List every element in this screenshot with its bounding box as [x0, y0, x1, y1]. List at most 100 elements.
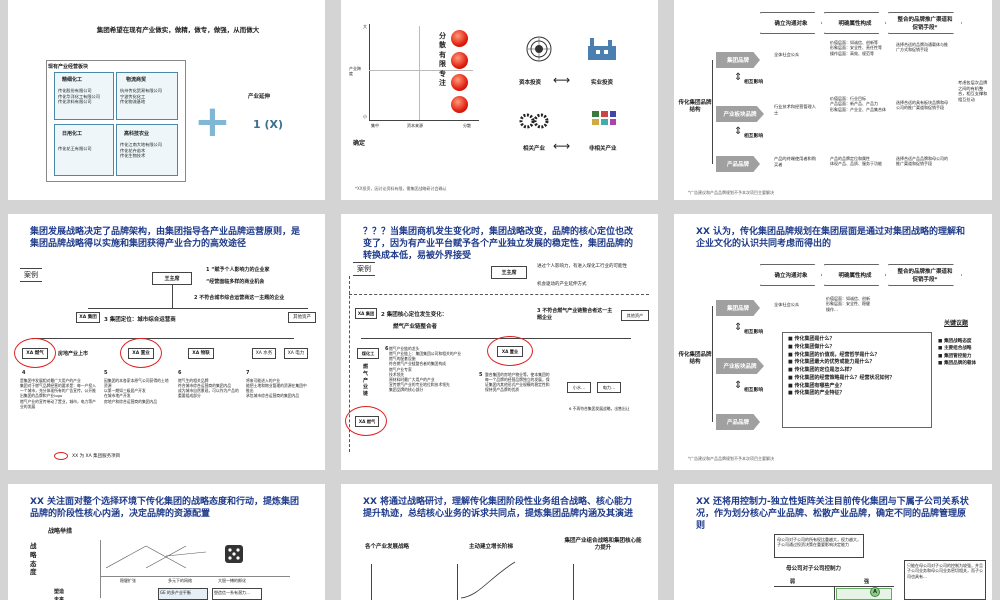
other-assets-box: 其他资产	[288, 312, 316, 323]
panel-label: 现有产业经营板块	[48, 64, 89, 70]
confirm-label: 确定	[353, 140, 366, 147]
highlight-ring	[14, 338, 56, 368]
axis-label: 母公司对子公司控制力	[786, 566, 842, 572]
slide-5-repositioning[interactable]: ？？？当集团商机发生变化时，集团战略改变，品牌的核心定位也改变了，因为有产业平台…	[341, 214, 658, 470]
rel-label: 相互影响	[744, 330, 764, 335]
chevron-step: 确立沟通对象	[760, 12, 822, 34]
chairman-box: 王主席	[491, 266, 527, 279]
step-3: 3 集团定位：城市综合运营商	[104, 317, 176, 323]
note-1: 进过个人影响力，有进入煤化工行业的可能性	[537, 264, 627, 269]
growth-curve	[460, 561, 516, 599]
ext-label: 产业延伸	[248, 94, 271, 100]
step-num: 6	[178, 370, 182, 376]
x-high: 分散	[463, 123, 471, 128]
row-industry-brand: 产业板块品牌	[716, 106, 764, 122]
double-arrow-icon: ⟷	[553, 73, 571, 87]
y-low: 小	[363, 114, 367, 119]
slide-8-evolution[interactable]: XX 将通过战略研讨，理解传化集团阶段性业务组合战略、核心能力提升轨迹，总结核心…	[341, 484, 658, 600]
list-1: 燃气产业链的龙头燃气产业链上：集团集团公司和相关的产业燃气的配套设施符合燃气产业…	[389, 346, 462, 392]
gears-icon	[519, 113, 549, 129]
row-group-brand: 集团品牌	[716, 52, 760, 68]
chevron-step: 整合的品牌推广渠道和促销手段*	[888, 264, 962, 286]
bracket	[712, 306, 713, 422]
slide-6-key-issues[interactable]: XX 认为，传化集团品牌规划在集团层面是通过对集团战略的理解和企业文化的认识共同…	[674, 214, 992, 470]
right-note-box: 只能在母公司对子公司的控制为较强，并且子公司业务和母公司业务密切相关，而子公司也…	[904, 560, 986, 600]
slide-1-title: 集团希望在现有产业做实，做精，做专，做强，从而做大	[96, 26, 260, 34]
piece-name: 日用化工	[62, 131, 83, 137]
piece-lines: 杭州传化贸易有限公司宁波传化化工传化物流基地	[120, 88, 162, 105]
top-note-box: 母公司对子公司的所有权比重越大，权力越大，子公司通过投资决策在重要影响决定能力	[774, 534, 864, 558]
slide-7-title: XX 关注面对整个选择环境下传化集团的战略态度和行动，提炼集团品牌的阶段性核心内…	[30, 497, 300, 520]
note-2: “经营面临多样的商业机会	[206, 279, 265, 285]
row-product-brand: 产品品牌	[716, 414, 760, 430]
matrix-lines	[106, 545, 207, 569]
chevron-step: 确立沟通对象	[760, 264, 822, 286]
matrix-cell: 塑造信一系有潜力…	[212, 588, 262, 600]
step-num: 4	[22, 370, 26, 376]
matrix-title: 战略举措	[48, 528, 73, 535]
rel-label: 相互影响	[744, 134, 764, 139]
dash-v	[349, 276, 350, 452]
red-ball	[451, 96, 468, 113]
power-box: 电力…	[597, 382, 621, 393]
slide-4-title: 集团发展战略决定了品牌架构，由集团指导各产业品牌运营原则，是集团品牌战略得以实施…	[30, 227, 301, 250]
col-head: 集团产业组合战略和集团核心能力提升	[564, 538, 642, 552]
sub-xa-water: XA 水务	[252, 348, 276, 359]
y-high: 大	[363, 24, 367, 29]
x-axis	[369, 120, 479, 121]
up-down-arrow-icon: ⇕	[734, 72, 743, 83]
slide-7-strategy-matrix[interactable]: XX 关注面对整个选择环境下传化集团的战略态度和行动，提炼集团品牌的阶段性核心内…	[8, 484, 325, 600]
red-ball	[451, 52, 468, 69]
slide-3-brand-structure[interactable]: 确立沟通对象 明确属性构成 整合的品牌推广渠道和促销手段* 传化集团品牌结构 集…	[674, 0, 992, 200]
piece-name: 精细化工	[62, 77, 83, 83]
col-note: 燃气生的相关品牌 符合城市综合运营商的集团内品 成为城市自然景观，可以作为产品的…	[178, 378, 239, 399]
row-group-brand: 集团品牌	[716, 300, 760, 316]
c3-cell: 选择合适的品牌沟通载体与推广方式和促销手段	[896, 42, 948, 53]
c3-cell: 选择合适产品品牌和母公司的推广渠道和促销手段	[896, 156, 948, 167]
xa-group-box: XA 集团	[76, 312, 100, 323]
matrix-cell: GE 的多产业平衡	[158, 588, 208, 600]
footnote: *广告建议和产品品牌规划不予本次项目主要解决	[688, 190, 774, 195]
c3-cell: 选择合适的具有板块品牌和母公司的推广渠道和促销手段	[896, 100, 948, 111]
matrix-x	[100, 576, 290, 577]
c4-cell: 考虑各层次品牌之间的有机整合，相互支撑和相互拉动	[958, 80, 988, 103]
rel-label: 相互影响	[744, 388, 764, 393]
left-label: 传化集团品牌结构	[678, 100, 712, 114]
step-2: 2 集团核心定位发生变化：	[381, 312, 448, 318]
x-low: 集中	[371, 123, 379, 128]
slide-8-title: XX 将通过战略研讨，理解传化集团阶段性业务组合战略、核心能力提升轨迹，总结核心…	[363, 497, 634, 520]
c1-cell: 全体社会公众	[774, 302, 800, 307]
c1-cell: 行业技术和经营管理人士	[774, 104, 816, 115]
chevron-step: 整合的品牌推广渠道和促销手段*	[888, 12, 962, 34]
slide-4-xa-group[interactable]: 集团发展战略决定了品牌架构，由集团指导各产业品牌运营原则，是集团品牌战略得以实施…	[8, 214, 325, 470]
chairman-box: 王主席	[152, 272, 192, 285]
chain-label: 燃气产业链	[363, 364, 369, 397]
matrix-mid	[834, 586, 835, 600]
step-2: 2 不符合城市综合运营商这一主题的企业	[194, 295, 285, 301]
slide-2-investment[interactable]: 大 小 产业跨度 集中 资本来源 分散 分散有限专注 确定 资本投资 ⟷ 实业投…	[341, 0, 658, 200]
slide-9-control-matrix[interactable]: XX 还将用控制力-独立性矩阵关注目前传化集团与下属子公司关系状况，作为划分核心…	[674, 484, 992, 600]
legend-ring	[54, 452, 68, 460]
col-note: 因集团的本各家本原气公司获得的土地资源 以第一期如三级居产开发 在城市地产开发 …	[104, 378, 169, 404]
piece-lines: 传化江南大地有限公司传化花卉苗木传化生物技术	[120, 142, 162, 159]
vertical-text: 分散有限专注	[439, 32, 446, 88]
piece-lines: 传化花王有限公司	[58, 146, 92, 151]
strong-label: 强	[864, 579, 870, 585]
unrelated-label: 非相关产业	[589, 146, 617, 152]
col-head: 主动建立增长阶梯	[469, 544, 514, 550]
slide-1-portfolio[interactable]: 集团希望在现有产业做实，做精，做专，做强，从而做大 现有产业经营板块 精细化工 …	[8, 0, 325, 200]
row-product-brand: 产品品牌	[716, 156, 760, 172]
weak-label: 弱	[790, 579, 796, 585]
red-ball	[451, 74, 468, 91]
c2-cell: 产品的品牌定位和属性 体现产品、品质、服务于功能	[830, 156, 882, 167]
sub-hline	[32, 338, 294, 339]
y-label: 产业跨度	[349, 66, 361, 77]
up-down-arrow-icon: ⇕	[734, 126, 743, 137]
piece-name: 物流商贸	[126, 77, 147, 83]
c2-cell: 价值层面：如诚信、创新 形象层面：安全性、稳健 操作…	[826, 296, 870, 312]
list-2: 整合集团的房地产物业等，使本集团的每一个品牌的经营品牌独立的发展，保证集团内其他…	[485, 372, 550, 393]
step-num: 6	[385, 346, 389, 352]
matrix-y	[100, 540, 101, 598]
y-axis	[369, 24, 370, 120]
piece-name: 高科技农业	[124, 131, 150, 137]
